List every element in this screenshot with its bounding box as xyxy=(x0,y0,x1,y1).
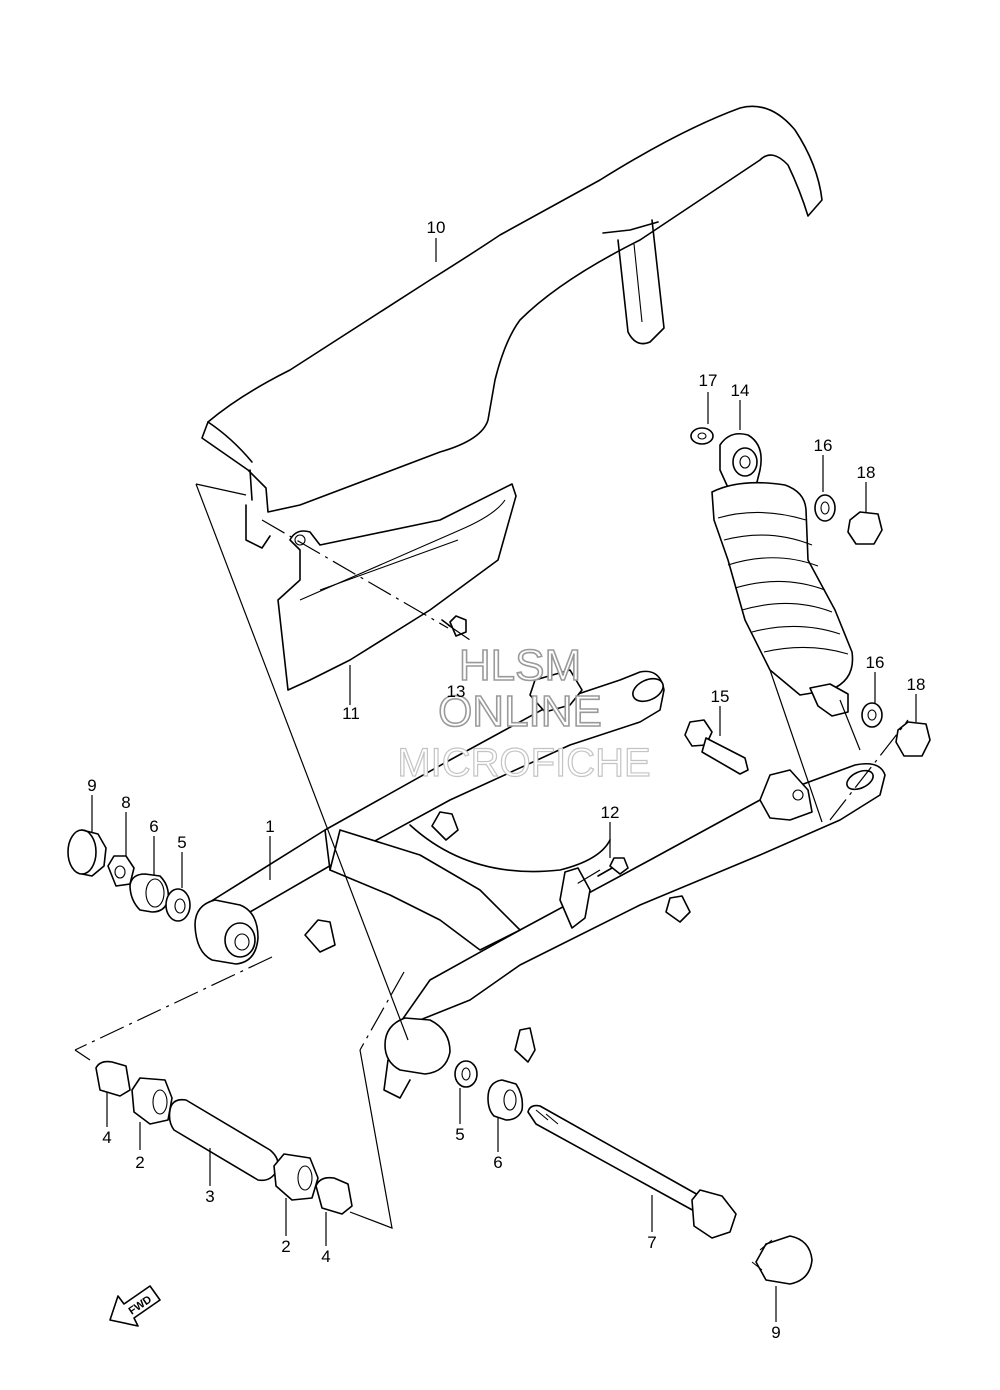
callout-7: 7 xyxy=(647,1233,656,1252)
callout-18-upper: 18 xyxy=(857,463,876,482)
callout-18-lower: 18 xyxy=(907,675,926,694)
callout-3: 3 xyxy=(205,1187,214,1206)
cap-part-9-right xyxy=(751,1235,813,1285)
callout-16-lower: 16 xyxy=(866,653,885,672)
watermark-line-3: MICROFICHE xyxy=(397,741,650,785)
callout-4-left: 4 xyxy=(102,1128,111,1147)
watermark-line-2: ONLINE xyxy=(438,687,602,736)
callout-1: 1 xyxy=(265,817,274,836)
spacer-tube-part-3 xyxy=(168,1098,279,1182)
cap-nut-part-18-lower xyxy=(895,721,931,757)
callout-14: 14 xyxy=(731,381,750,400)
washer-part-16-lower xyxy=(861,702,883,728)
cap-nut-part-18-upper xyxy=(847,511,883,545)
callout-9-left: 9 xyxy=(87,776,96,795)
spacer-part-4-left xyxy=(95,1060,131,1097)
chain-guard-part-11 xyxy=(277,483,517,691)
cap-part-9-left xyxy=(67,829,107,877)
nut-part-8 xyxy=(107,855,135,887)
bolt-part-15 xyxy=(684,719,749,775)
callout-10: 10 xyxy=(427,218,446,237)
callout-6-right: 6 xyxy=(493,1153,502,1172)
watermark-line-1: HLSM xyxy=(459,641,581,690)
callout-16-upper: 16 xyxy=(814,436,833,455)
washer-part-5-left xyxy=(165,888,191,922)
bolt-part-12 xyxy=(597,857,629,877)
washer-part-17 xyxy=(690,427,714,445)
spacer-part-4-right xyxy=(315,1176,353,1215)
rear-shock-part-14 xyxy=(711,432,854,717)
callout-9-right: 9 xyxy=(771,1323,780,1342)
callout-labels: 10 17 14 16 18 16 18 13 11 15 12 9 8 6 5… xyxy=(87,218,925,1342)
callout-4-right: 4 xyxy=(321,1247,330,1266)
callout-12: 12 xyxy=(601,803,620,822)
swing-arm-part-1 xyxy=(194,669,886,1099)
callout-11: 11 xyxy=(342,704,360,723)
callout-17: 17 xyxy=(699,371,718,390)
callout-13: 13 xyxy=(447,682,466,701)
watermark: HLSM ONLINE MICROFICHE xyxy=(397,640,652,785)
leader-lines xyxy=(91,238,917,1322)
callout-6-left: 6 xyxy=(149,817,158,836)
fwd-arrow: FWD xyxy=(109,1285,161,1327)
callout-5-left: 5 xyxy=(177,833,186,852)
callout-15: 15 xyxy=(711,687,730,706)
washer-part-16-upper xyxy=(814,494,836,522)
collar-part-6-left xyxy=(129,873,170,913)
callout-5-right: 5 xyxy=(455,1125,464,1144)
bearing-part-2-left xyxy=(131,1077,173,1125)
callout-2-left: 2 xyxy=(135,1153,144,1172)
washer-part-5-right xyxy=(454,1060,478,1088)
chain-case-part-10 xyxy=(201,105,823,549)
pivot-shaft-part-7 xyxy=(527,1104,737,1239)
callout-2-right: 2 xyxy=(281,1237,290,1256)
callout-8: 8 xyxy=(121,793,130,812)
collar-part-6-right xyxy=(487,1079,524,1121)
bearing-part-2-right xyxy=(273,1153,319,1201)
